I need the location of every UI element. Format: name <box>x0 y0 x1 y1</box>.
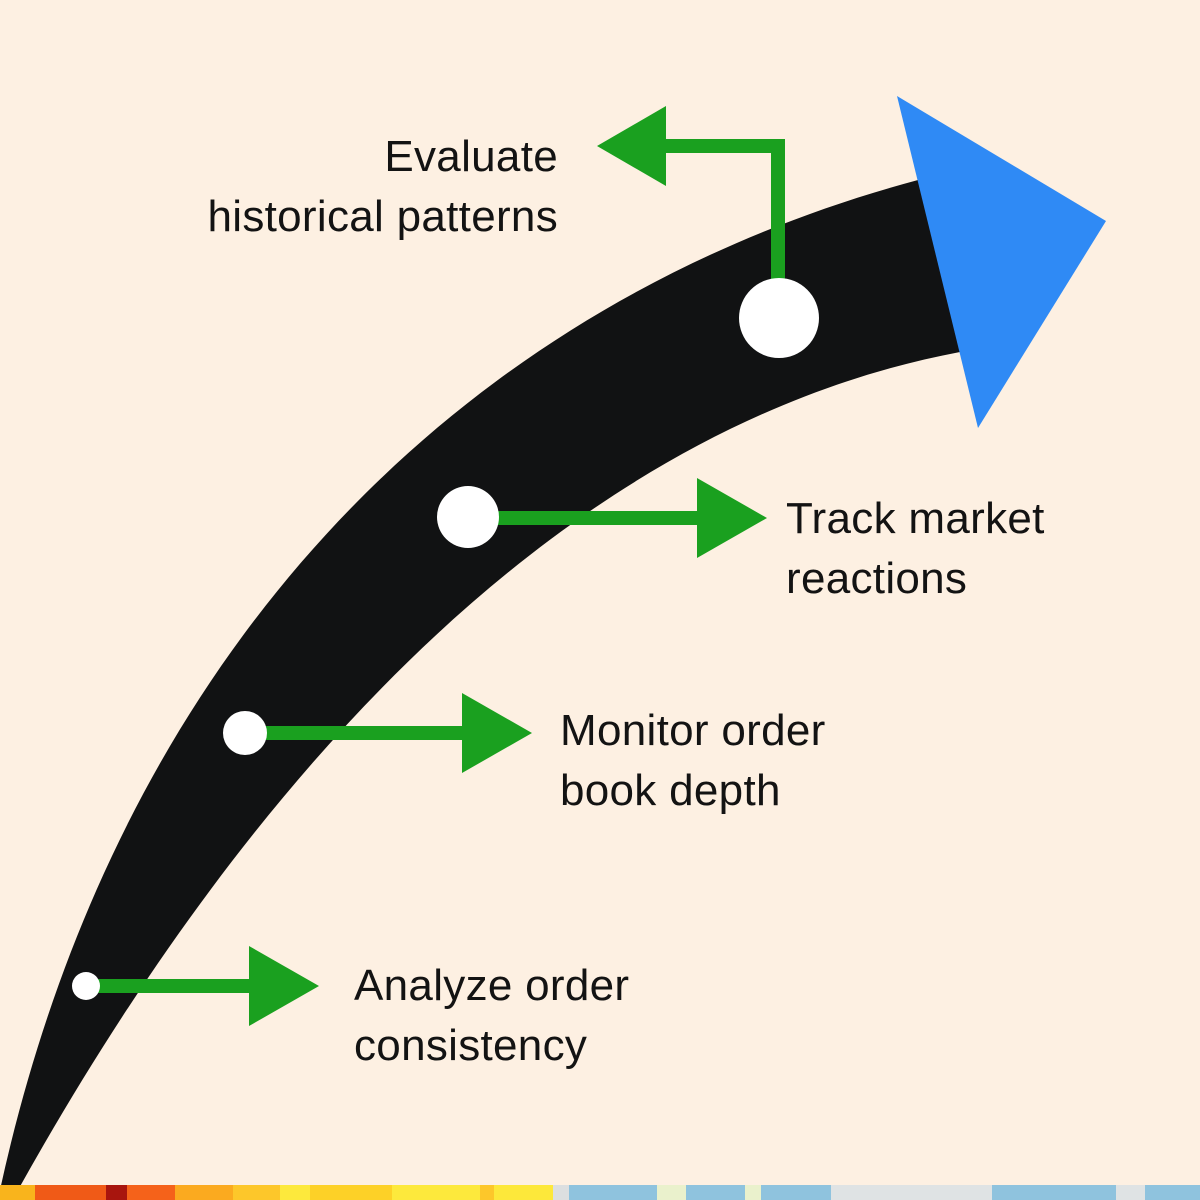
arrow-right-icon <box>462 693 532 773</box>
step-marker-1 <box>72 972 100 1000</box>
step-label-line: Track market <box>786 494 1045 543</box>
step-label-line: Analyze order <box>354 961 630 1010</box>
arrow-left-icon <box>597 106 666 186</box>
step-marker-2 <box>223 711 267 755</box>
step-label-line: historical patterns <box>207 192 558 241</box>
connector-line <box>656 139 785 282</box>
step-label-line: reactions <box>786 554 968 603</box>
step-marker-4 <box>739 278 819 358</box>
arrow-right-icon <box>697 478 767 558</box>
step-marker-3 <box>437 486 499 548</box>
growth-curve <box>0 180 960 1190</box>
connector-evaluate-historical-patterns <box>597 106 785 282</box>
step-label-evaluate: Evaluate historical patterns <box>207 127 558 247</box>
step-label-line: Evaluate <box>384 132 558 181</box>
growth-arrowhead <box>897 96 1106 428</box>
decorative-color-strip <box>0 1185 1200 1200</box>
step-label-line: book depth <box>560 766 781 815</box>
connector-analyze-order-consistency <box>86 946 319 1026</box>
step-label-line: consistency <box>354 1021 588 1070</box>
arrow-right-icon <box>249 946 319 1026</box>
step-label-track: Track market reactions <box>786 489 1045 609</box>
connector-monitor-order-book-depth <box>245 693 532 773</box>
step-label-line: Monitor order <box>560 706 826 755</box>
step-label-analyze: Analyze order consistency <box>354 956 629 1076</box>
step-label-monitor: Monitor order book depth <box>560 701 826 821</box>
connector-track-market-reactions <box>470 478 767 558</box>
